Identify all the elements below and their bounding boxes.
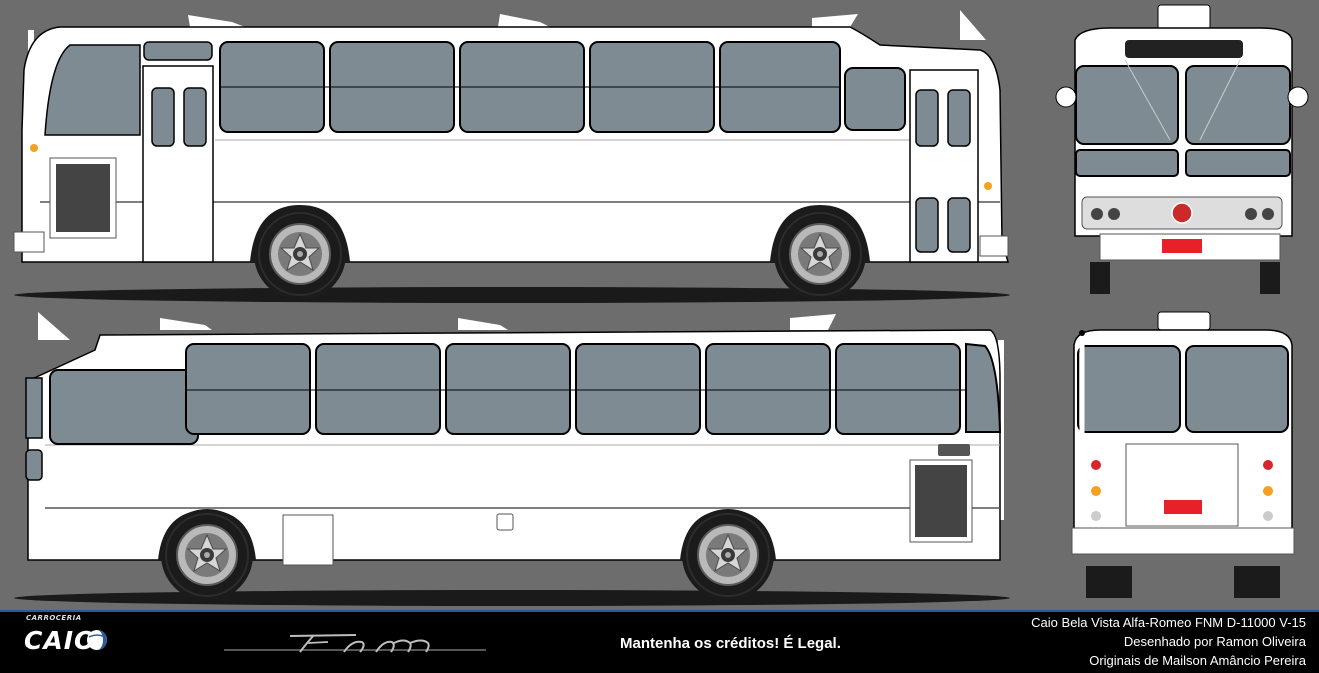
side-window <box>575 343 701 435</box>
vent <box>938 444 970 456</box>
destination-panel <box>143 41 213 61</box>
door-window <box>947 89 971 147</box>
front-window <box>25 449 43 481</box>
roof-box <box>1157 4 1211 32</box>
lower-window <box>1075 149 1179 177</box>
bus-right-side-view <box>13 10 1010 303</box>
ground-shadow <box>14 590 1010 606</box>
caio-logo-text: CAIO <box>24 626 97 655</box>
credits-footer <box>0 610 1319 673</box>
side-window <box>835 343 961 435</box>
bus-front-view <box>1055 4 1309 294</box>
tire <box>1086 566 1132 598</box>
caio-globe-icon <box>87 630 107 650</box>
slogan-text: Mantenha os créditos! É Legal. <box>620 635 841 652</box>
front-window <box>44 44 141 136</box>
front-window <box>25 377 43 439</box>
tire <box>1260 262 1280 294</box>
grille-slats <box>56 164 110 232</box>
turn-signal-icon <box>1263 486 1273 496</box>
headlight-icon <box>1262 208 1274 220</box>
windshield <box>1185 65 1291 145</box>
designer-credit: Desenhado por Ramon Oliveira <box>1123 634 1306 649</box>
roof-fin <box>790 314 836 330</box>
model-title: Caio Bela Vista Alfa-Romeo FNM D-11000 V… <box>1031 615 1306 630</box>
fnm-logo-icon <box>224 634 486 653</box>
grille-slats <box>915 465 967 537</box>
windshield <box>1075 65 1179 145</box>
door-window <box>915 89 939 147</box>
rear-bumper <box>1071 527 1295 555</box>
wiper <box>1199 59 1241 141</box>
reverse-light-icon <box>1263 511 1273 521</box>
rear-window <box>1077 345 1181 433</box>
bus-rear-view <box>1071 311 1295 598</box>
roof-fin <box>812 14 858 27</box>
wiper <box>1124 59 1171 141</box>
brake-light-icon <box>1263 460 1273 470</box>
license-plate <box>1164 500 1202 514</box>
side-window <box>844 67 906 131</box>
roof-fin <box>458 318 508 330</box>
rear-side-window <box>965 342 1002 433</box>
reverse-light-icon <box>1091 511 1101 521</box>
bumper <box>979 235 1009 257</box>
alfa-romeo-emblem-icon <box>1171 202 1193 224</box>
brand-prefix: CARROCERIA <box>26 614 82 622</box>
mirror-icon <box>1055 86 1077 108</box>
side-window <box>315 343 441 435</box>
turn-signal-icon <box>1091 486 1101 496</box>
mirror-icon <box>1287 86 1309 108</box>
side-window <box>445 343 571 435</box>
brake-light-icon <box>1091 460 1101 470</box>
ground-shadow <box>14 287 1010 303</box>
door-window <box>183 87 207 147</box>
roof-fin <box>38 312 70 340</box>
destination-panel <box>1125 40 1243 58</box>
roof-box <box>1157 311 1211 331</box>
bus-left-side-view <box>14 312 1010 606</box>
bus-drawing <box>13 4 1309 606</box>
bumper <box>13 231 45 253</box>
roof-fin <box>160 318 212 330</box>
original-credit: Originais de Mailson Amâncio Pereira <box>1089 653 1306 668</box>
license-plate <box>1162 239 1202 253</box>
headlight-icon <box>1091 208 1103 220</box>
side-window <box>49 369 199 445</box>
luggage-hatch <box>282 514 334 566</box>
roof-fin <box>960 10 986 40</box>
rear-window <box>1185 345 1289 433</box>
wheel-icon <box>160 508 254 602</box>
headlight-icon <box>1108 208 1120 220</box>
side-window <box>705 343 831 435</box>
roof-fin <box>498 14 550 27</box>
pipe-cap-icon <box>1079 330 1085 336</box>
fuel-cap <box>496 513 514 531</box>
door-window <box>947 197 971 253</box>
side-window <box>185 343 311 435</box>
wheel-icon <box>253 207 347 301</box>
door-window <box>151 87 175 147</box>
roof-fin <box>188 15 245 27</box>
door-window <box>915 197 939 253</box>
side-light-icon <box>984 182 992 190</box>
side-light-icon <box>30 144 38 152</box>
tire <box>1090 262 1110 294</box>
wheel-icon <box>681 508 775 602</box>
wheel-icon <box>773 207 867 301</box>
lower-window <box>1185 149 1291 177</box>
headlight-icon <box>1245 208 1257 220</box>
tire <box>1234 566 1280 598</box>
